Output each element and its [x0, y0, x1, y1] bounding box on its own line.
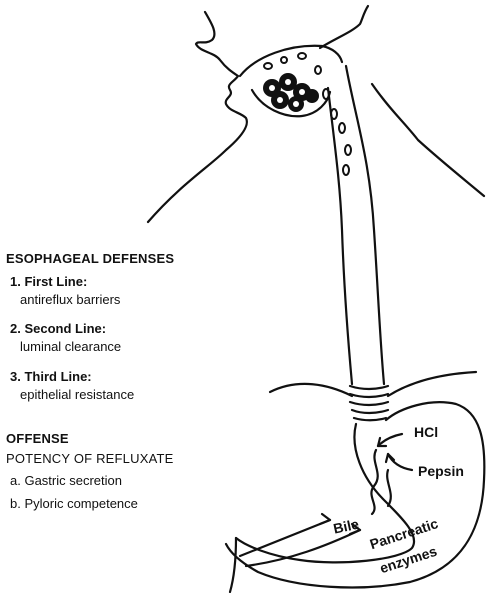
sphincter-ring	[350, 394, 388, 397]
sphincter-ring	[350, 402, 388, 405]
defenses-title: ESOPHAGEAL DEFENSES	[6, 252, 174, 265]
duodenum-outline	[230, 538, 236, 592]
reflux-wave	[387, 470, 391, 506]
defense-item-3-title: 3. Third Line:	[10, 370, 92, 383]
reflux-wave	[371, 450, 377, 514]
sphincter-ring	[354, 418, 386, 420]
offense-title: OFFENSE	[6, 432, 69, 445]
diaphragm-line	[388, 372, 476, 396]
defense-item-2-desc: luminal clearance	[20, 340, 121, 353]
diaphragm-line	[270, 384, 352, 396]
bile-arrow-head	[320, 514, 330, 524]
bile-arrow	[240, 520, 330, 556]
defense-item-2-title: 2. Second Line:	[10, 322, 106, 335]
neck-back-outline	[372, 84, 484, 196]
sphincter-ring	[352, 410, 388, 413]
pepsin-label: Pepsin	[418, 464, 464, 478]
esophagus-right-wall	[346, 66, 384, 384]
offense-subtitle: POTENCY OF REFLUXATE	[6, 452, 174, 465]
defense-item-1-desc: antireflux barriers	[20, 293, 120, 306]
hcl-label: HCl	[414, 425, 438, 439]
sphincter-ring	[350, 386, 388, 389]
offense-item-a: a. Gastric secretion	[10, 474, 122, 487]
face-profile-outline	[148, 12, 247, 222]
defense-item-1-title: 1. First Line:	[10, 275, 87, 288]
hcl-arrow	[378, 434, 402, 446]
offense-item-b: b. Pyloric competence	[10, 497, 138, 510]
palate-outline	[240, 46, 342, 76]
pharynx-back-wall	[320, 6, 368, 48]
tonsil-cluster	[263, 73, 319, 112]
defense-item-3-desc: epithelial resistance	[20, 388, 134, 401]
